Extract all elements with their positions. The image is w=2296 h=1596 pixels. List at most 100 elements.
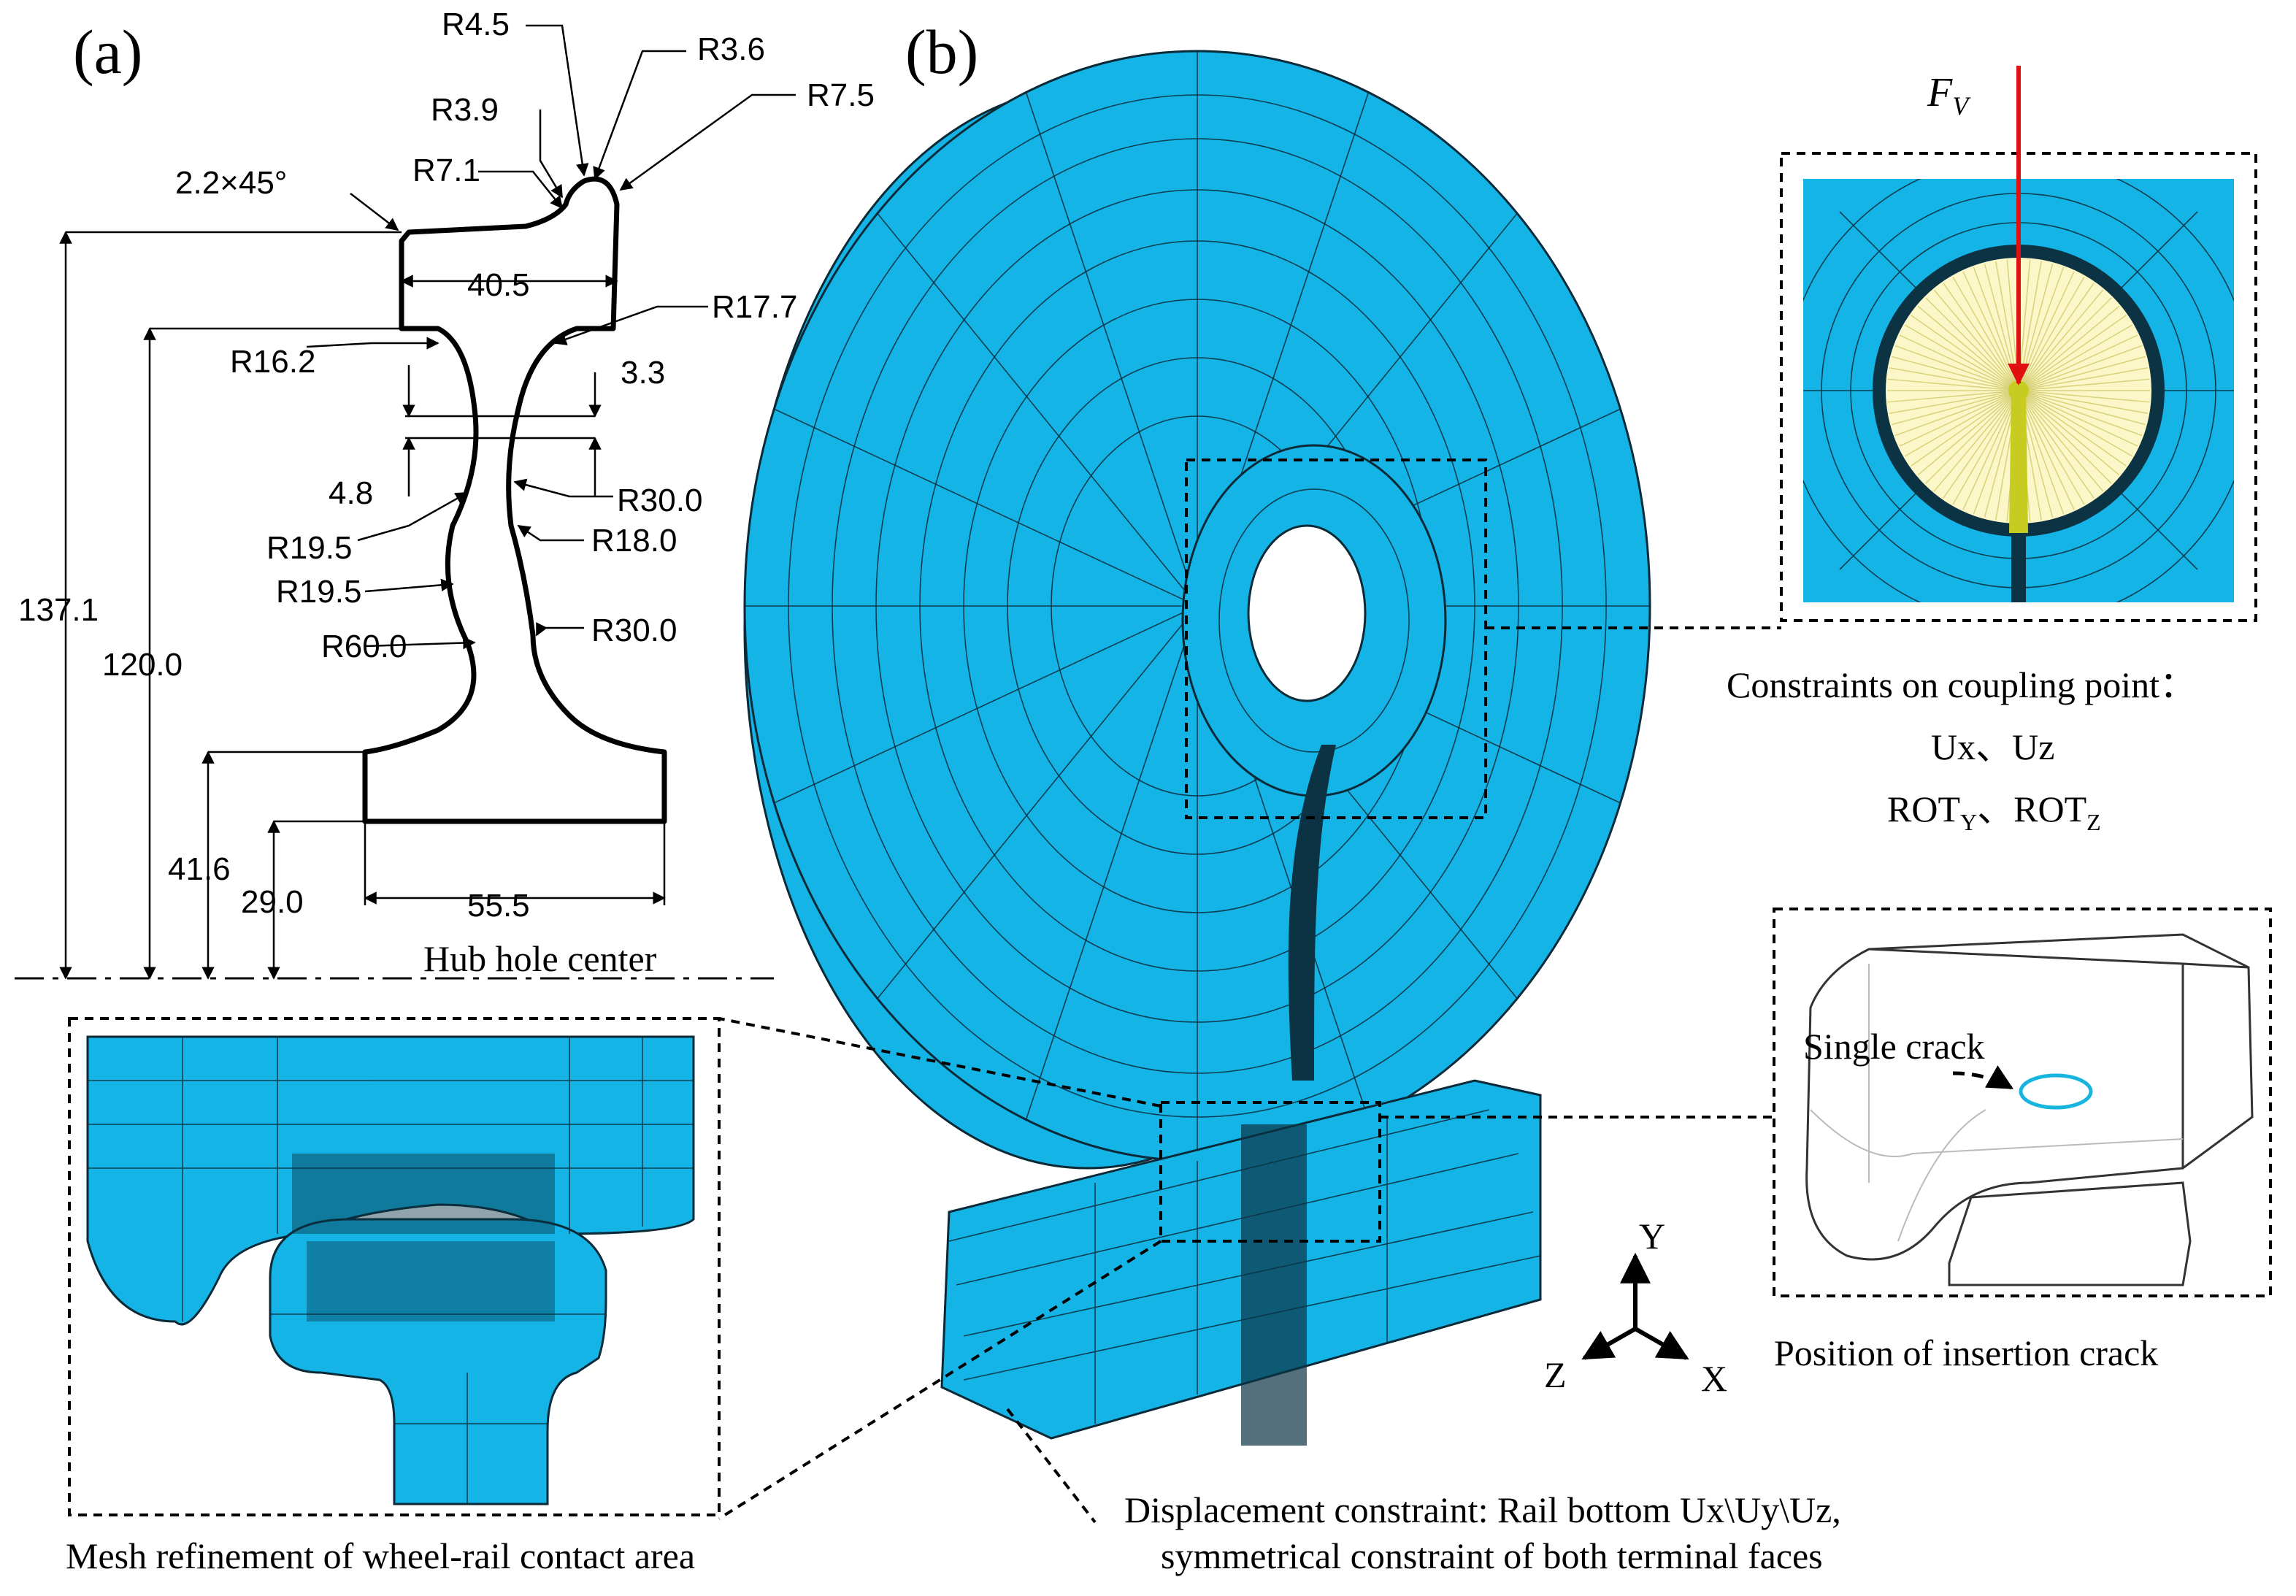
hub-hole	[1247, 524, 1367, 702]
coupling-spoke	[2018, 390, 2133, 457]
wheel-web	[1288, 745, 1336, 1081]
coupling-spoke	[1911, 390, 2019, 467]
coupling-spoke	[2018, 367, 2149, 391]
panel-a: (a) Hub hole center	[15, 7, 875, 980]
crack-label: Single crack	[1803, 1026, 1985, 1067]
coupling-spoke	[2018, 334, 2138, 391]
dim-r16-2: R16.2	[230, 344, 315, 380]
coupling-spoke	[1943, 390, 2019, 499]
coupling-spoke	[2018, 305, 2120, 391]
displacement-caption-line1: Displacement constraint: Rail bottom Ux\…	[1124, 1489, 1841, 1530]
hub-center-label: Hub hole center	[423, 938, 657, 979]
coupling-inset: FV Constraints on coupling point： Ux、Uz …	[1727, 66, 2257, 835]
coupling-spoke	[1904, 324, 2019, 391]
coupling-spoke	[1943, 283, 2019, 391]
coupling-title: Constraints on coupling point：	[1727, 664, 2196, 705]
axis-z-label: Z	[1544, 1354, 1567, 1395]
wheel-profile-outline	[362, 176, 667, 824]
dim-r18-0: R18.0	[591, 523, 677, 559]
coupling-spoke	[1889, 390, 2019, 414]
coupling-spoke	[1933, 289, 2019, 391]
dim-r3-9: R3.9	[431, 92, 499, 128]
coupling-spoke	[2018, 390, 2085, 505]
rail-contact-section	[269, 1218, 607, 1505]
coupling-spoke	[1894, 345, 2019, 391]
coupling-spoke	[1952, 390, 2019, 505]
coupling-spoke	[2018, 297, 2112, 391]
coupling-spoke	[2018, 390, 2120, 476]
panel-b: (b)	[718, 17, 1781, 1524]
dim-r7-5: R7.5	[807, 77, 875, 113]
hub-zoom-box	[1185, 459, 1487, 819]
axis-x-label: X	[1701, 1358, 1727, 1399]
coupling-spoke	[2018, 324, 2133, 391]
force-label: FV	[1927, 70, 1971, 120]
coupling-spoke	[2018, 283, 2095, 391]
coupling-spoke	[2018, 390, 2149, 414]
coupling-spoke	[2018, 390, 2138, 447]
dim-chamfer: 2.2×45°	[175, 165, 287, 201]
dim-41-6: 41.6	[168, 851, 231, 887]
coupling-spoke	[2018, 390, 2075, 510]
coupling-spoke	[1925, 390, 2019, 484]
rail-refined-band	[1241, 1124, 1307, 1446]
coupling-spoke	[1925, 297, 2019, 391]
axes-triad: Y Z X	[1544, 1216, 1727, 1399]
refined-zone-rail	[307, 1241, 555, 1321]
refined-zone-wheel	[292, 1154, 555, 1234]
coupling-spoke	[1887, 378, 2019, 391]
axis-y-label: Y	[1639, 1216, 1665, 1257]
coupling-spoke	[1917, 390, 2019, 476]
dim-r19-5-a: R19.5	[266, 530, 352, 566]
coupling-spoke	[2018, 276, 2085, 391]
coupling-spoke	[1917, 305, 2019, 391]
coupling-rot: ROTY、ROTZ	[1887, 789, 2101, 835]
crack-ellipse	[2019, 1073, 2093, 1110]
displacement-caption-line2: symmetrical constraint of both terminal …	[1161, 1535, 1823, 1576]
coupling-ux-uz: Ux、Uz	[1931, 726, 2054, 767]
coupling-spoke	[2018, 390, 2104, 492]
dim-137-1: 137.1	[18, 592, 99, 628]
coupling-spoke	[2018, 390, 2112, 484]
crack-pointer	[1952, 1065, 2014, 1090]
panel-b-label: (b)	[905, 17, 978, 87]
coupling-spoke	[1887, 390, 2019, 403]
coupling-spoke	[2018, 390, 2150, 403]
coupling-spoke	[2018, 390, 2095, 499]
dim-r19-5-b: R19.5	[276, 574, 361, 610]
dim-r60-0: R60.0	[321, 629, 407, 664]
coupling-spoke	[2018, 390, 2146, 426]
coupling-spoke	[1962, 390, 2019, 510]
coupling-spoke	[1899, 334, 2019, 391]
panel-a-label: (a)	[73, 17, 142, 87]
coupling-spoke	[1894, 390, 2019, 437]
dim-r30-0-b: R30.0	[591, 613, 677, 648]
coupling-spoke	[1899, 390, 2019, 447]
mesh-caption: Mesh refinement of wheel-rail contact ar…	[66, 1535, 695, 1576]
dim-r4-5: R4.5	[442, 7, 510, 42]
dim-29-0: 29.0	[241, 884, 304, 920]
coupling-spoke	[1891, 356, 2019, 391]
coupling-spoke	[1933, 390, 2019, 492]
coupling-spoke	[2018, 345, 2143, 391]
dim-width-40-5: 40.5	[467, 267, 530, 303]
contact-zoom-box	[1159, 1101, 1381, 1243]
radius-leaders	[306, 24, 796, 650]
coupling-spoke	[2018, 390, 2127, 467]
crack-inset: Single crack Position of insertion crack	[1773, 908, 2272, 1373]
coupling-spoke	[1891, 390, 2019, 426]
dim-r3-6: R3.6	[697, 31, 765, 67]
dim-4-8: 4.8	[329, 475, 373, 511]
dim-3-3: 3.3	[621, 355, 665, 391]
dim-120-0: 120.0	[102, 647, 183, 683]
mesh-inset: Mesh refinement of wheel-rail contact ar…	[66, 1017, 721, 1576]
crack-caption: Position of insertion crack	[1774, 1332, 2158, 1373]
dim-r17-7: R17.7	[712, 289, 797, 325]
dim-r30-0-a: R30.0	[617, 483, 702, 518]
coupling-spoke	[1889, 367, 2019, 391]
coupling-spoke	[2018, 289, 2104, 391]
coupling-spoke	[2018, 356, 2146, 391]
coupling-spoke	[2018, 315, 2127, 391]
coupling-spoke	[2018, 390, 2143, 437]
profile-dimension-labels: R4.5 R3.6 R7.5 R3.9 R7.1 2.2×45° 40.5 R1…	[18, 7, 875, 924]
